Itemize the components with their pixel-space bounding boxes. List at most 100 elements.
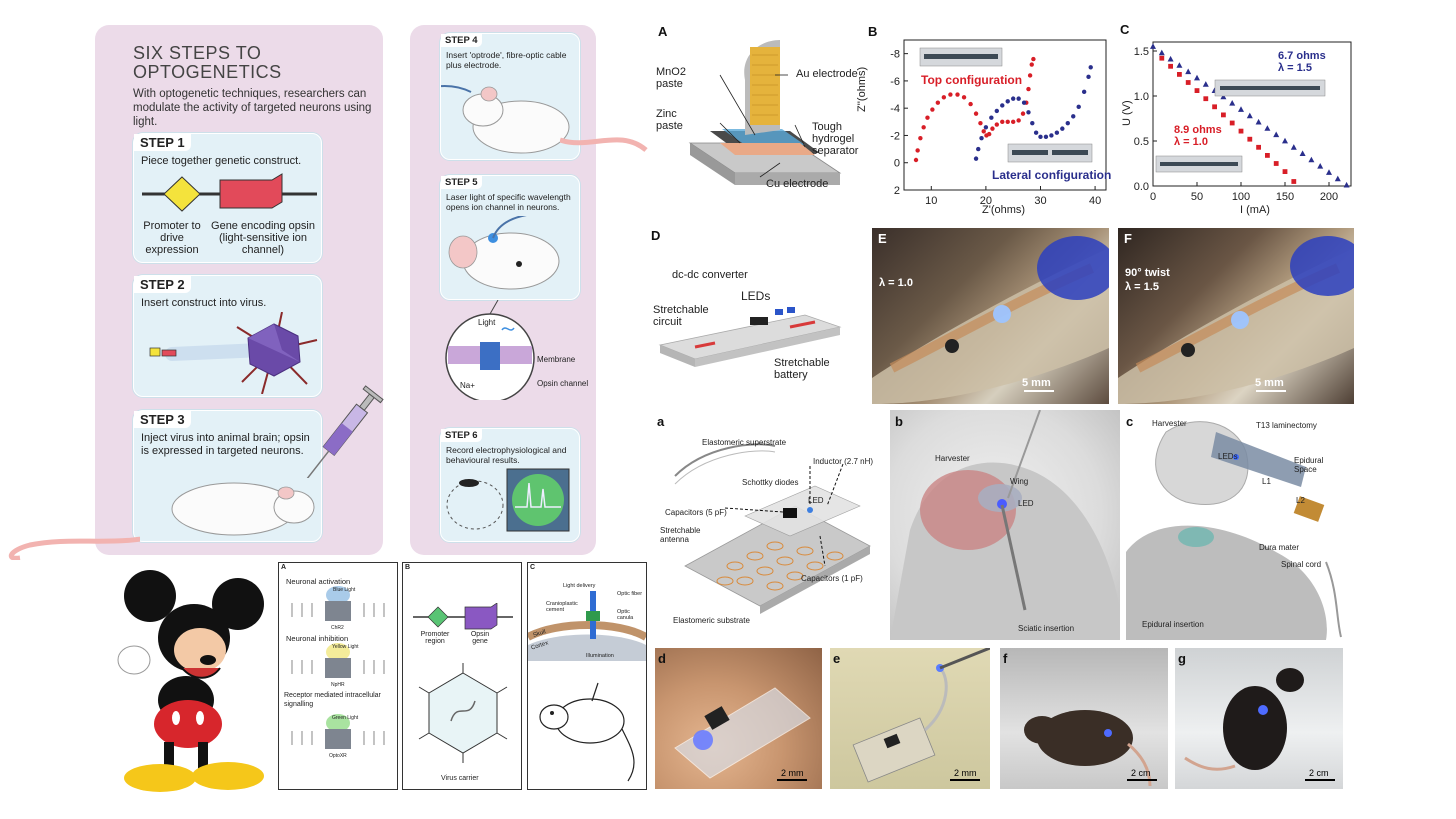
panel-A-letter: A (658, 24, 668, 39)
data-point (1030, 120, 1035, 126)
render-c-spinal: Spinal cord (1281, 560, 1322, 569)
data-point (1194, 74, 1200, 81)
data-point (941, 95, 947, 100)
data-point (1005, 99, 1010, 104)
device-tweezers-photo (852, 648, 990, 783)
x-tick-label: 10 (925, 195, 937, 207)
gene-label: Gene encoding opsin (light-sensitive ion… (211, 220, 315, 256)
data-point (1071, 114, 1076, 119)
data-point (1203, 96, 1209, 102)
opsin-gene-label: Opsin gene (470, 631, 490, 645)
blue-device (1220, 86, 1320, 90)
inductor-label: Inductor (2.7 nH) (813, 457, 874, 466)
stretchable-battery-label: Stretchable battery (774, 357, 830, 381)
data-point (1005, 119, 1010, 125)
data-point (1010, 96, 1016, 101)
infographic-title: SIX STEPS TO OPTOGENETICS (133, 43, 282, 82)
data-point (1229, 100, 1236, 106)
data-point (1185, 80, 1191, 85)
data-point (930, 107, 935, 112)
render-c-epidural-insertion: Epidural insertion (1142, 620, 1204, 629)
substrate-label: Elastomeric substrate (673, 616, 750, 625)
twisted-device-photo-F (1118, 236, 1354, 404)
step4-mouse-tail (560, 137, 648, 152)
y-tick-label: -2 (890, 130, 900, 142)
data-point (968, 101, 973, 107)
panel-D-letter: D (651, 228, 661, 243)
receptor-signalling-label: Receptor mediated intracellular signalli… (284, 692, 381, 708)
data-point (1027, 73, 1033, 78)
data-point (1049, 133, 1054, 138)
panel-E-scale-label: 5 mm (1022, 377, 1051, 389)
cu-electrode-label: Cu electrode (766, 178, 829, 190)
light-delivery-label: Light delivery (563, 583, 596, 589)
render-c-leds: LEDs (1218, 452, 1238, 461)
data-point (918, 135, 923, 141)
data-point (1273, 131, 1280, 138)
render-c-l1: L1 (1262, 477, 1271, 486)
data-point (1167, 55, 1174, 62)
data-point (976, 146, 981, 152)
photo-f-scale-label: 2 cm (1131, 768, 1151, 778)
cartoon-mouse-character (117, 570, 264, 792)
data-point (1326, 169, 1332, 175)
data-point (955, 92, 960, 97)
step2-text: Insert construct into virus. (141, 297, 267, 309)
box-C-letter: C (530, 564, 536, 571)
photo-d-scale-label: 2 mm (781, 768, 804, 778)
data-point (1086, 74, 1091, 80)
render-c-l2: L2 (1296, 496, 1305, 505)
render-b: b Harvester Wing LED Sciatic insertion (890, 410, 1120, 640)
data-point (990, 126, 995, 131)
panel-C-letter: C (1120, 22, 1130, 37)
au-electrode-label: Au electrode (796, 68, 858, 80)
data-point (1256, 144, 1261, 150)
panel-E-scalebar (1024, 390, 1054, 392)
box-B-letter: B (405, 564, 411, 571)
box-A-letter: A (281, 564, 287, 571)
data-point (1076, 104, 1081, 110)
data-point (1000, 103, 1005, 108)
stretchable-circuit-label: Stretchable circuit (653, 304, 709, 328)
y-tick-label: 2 (894, 185, 900, 197)
epidural-implant-render (1126, 421, 1342, 640)
data-point (1255, 118, 1262, 125)
data-point (1177, 72, 1182, 77)
render-b-led: LED (1018, 499, 1034, 508)
panel-F-scale-label: 5 mm (1255, 377, 1284, 389)
impedance-xlabel: Z'(ohms) (982, 204, 1026, 216)
yellow-light-label: Yellow Light (332, 644, 359, 650)
step5-tag: STEP 5 (441, 176, 482, 189)
illumination-label: Illumination (586, 653, 614, 659)
optic-canula-label: Optic canula (617, 609, 634, 621)
data-point (973, 111, 979, 116)
membrane-zoom-illustration (445, 300, 535, 400)
data-point (1264, 125, 1271, 131)
step3-card: STEP 3 Inject virus into animal brain; o… (133, 410, 322, 542)
step4-tag: STEP 4 (441, 34, 482, 47)
mouse-sketch (539, 682, 635, 782)
y-tick-label: 0.5 (1134, 136, 1149, 148)
render-c: c Harvester T13 laminectomy LEDs Epidura… (1126, 412, 1348, 640)
mouse-with-optrode-illustration (441, 85, 570, 154)
step2-card: STEP 2 Insert construct into virus. (133, 275, 322, 397)
panel-g-letter: g (1178, 651, 1186, 666)
data-point (1194, 88, 1200, 93)
implant-led-label: LED (808, 496, 824, 505)
data-point (1158, 49, 1165, 56)
data-point (1043, 134, 1049, 140)
green-light-label: Green Light (332, 715, 359, 721)
data-point (1343, 181, 1350, 188)
data-point (986, 131, 992, 137)
data-point (1212, 104, 1217, 110)
top-config-device (924, 54, 998, 59)
step5-card: STEP 5 Laser light of specific wavelengt… (440, 175, 580, 300)
data-point (1026, 110, 1031, 115)
data-point (1026, 86, 1031, 92)
mno2-label: MnO2 paste (656, 66, 686, 90)
step1-text: Piece together genetic construct. (141, 155, 302, 167)
data-point (1238, 128, 1244, 134)
